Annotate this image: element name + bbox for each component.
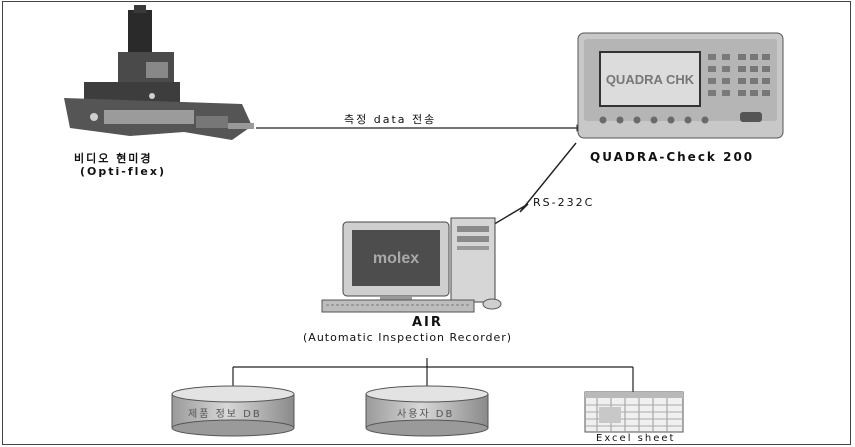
air-computer: molex bbox=[322, 218, 501, 312]
quadra-check-device: QUADRA CHK bbox=[578, 33, 783, 138]
air-subtitle: (Automatic Inspection Recorder) bbox=[303, 331, 512, 344]
excel-sheet-label: Excel sheet bbox=[596, 433, 675, 444]
microscope-label-ko: 비디오 현미경 bbox=[74, 150, 153, 166]
quadra-screen-logo: QUADRA CHK bbox=[606, 72, 695, 87]
excel-sheet-image bbox=[585, 392, 683, 432]
video-microscope-image bbox=[64, 5, 254, 140]
quadra-check-label: QUADRA-Check 200 bbox=[590, 150, 754, 164]
user-db-label: 사용자 DB bbox=[397, 405, 454, 420]
rs232c-label: RS-232C bbox=[533, 196, 594, 209]
transfer-label: 측정 data 전송 bbox=[344, 111, 436, 127]
air-title: AIR bbox=[412, 315, 443, 330]
microscope-label-en: (Opti-flex) bbox=[80, 165, 166, 178]
air-screen-logo: molex bbox=[373, 250, 419, 267]
product-db-label: 제품 정보 DB bbox=[188, 405, 262, 420]
